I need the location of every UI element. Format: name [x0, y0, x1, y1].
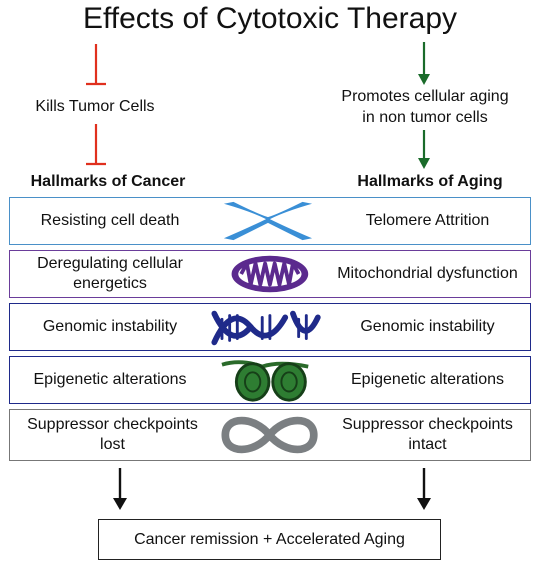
hallmark-row-energetics-mitochondria: Deregulating cellular energetics Mitocho…	[9, 250, 531, 298]
row-left-label-line1: Suppressor checkpoints	[27, 416, 198, 433]
cancer-hallmarks-heading: Hallmarks of Cancer	[30, 173, 186, 190]
row-right-label: Genomic instability	[360, 318, 495, 335]
row-left-label: Genomic instability	[42, 318, 178, 335]
row-left-label-line2: lost	[100, 436, 125, 453]
bottom-right-arrow	[417, 468, 431, 510]
left-inhibition-connector-top	[86, 44, 106, 86]
right-arrow-top	[418, 42, 430, 85]
hallmark-row-genomic-instability: Genomic instability Genomic instability	[9, 303, 531, 351]
hallmark-row-epigenetic: Epigenetic alterations Epigenetic altera…	[9, 356, 531, 404]
row-right-label: Suppressor checkpoints intact	[325, 410, 530, 460]
left-branch-effect: Kills Tumor Cells	[35, 98, 155, 115]
row-right-label-line2: intact	[408, 436, 447, 453]
row-right-label: Epigenetic alterations	[351, 371, 504, 388]
aging-hallmarks-heading: Hallmarks of Aging	[357, 173, 503, 190]
dna-helix-icon	[211, 310, 321, 346]
row-left-label: Deregulating cellular energetics	[10, 251, 210, 297]
infinity-icon	[221, 416, 318, 454]
right-branch-effect-line1: Promotes cellular aging	[341, 88, 509, 105]
outcome-box: Cancer remission + Accelerated Aging	[98, 519, 441, 560]
nucleosome-icon	[221, 360, 309, 402]
row-left-label: Suppressor checkpoints lost	[10, 410, 215, 460]
hallmark-row-cell-death-telomere: Resisting cell death Telomere Attrition	[9, 197, 531, 245]
left-inhibition-connector-bottom	[86, 124, 106, 166]
row-right-label: Telomere Attrition	[365, 212, 490, 229]
chromosome-icon	[223, 201, 313, 241]
row-left-label-line1: Deregulating cellular	[37, 255, 183, 272]
right-branch-effect-line2: in non tumor cells	[362, 109, 488, 126]
right-branch-effect: Promotes cellular aging in non tumor cel…	[320, 86, 530, 128]
row-right-label-line1: Suppressor checkpoints	[342, 416, 513, 433]
mitochondrion-icon	[231, 255, 309, 293]
hallmark-row-checkpoints: Suppressor checkpoints lost Suppressor c…	[9, 409, 531, 461]
row-left-label-line2: energetics	[73, 275, 147, 292]
row-right-label: Mitochondrial dysfunction	[337, 265, 518, 282]
row-left-label: Resisting cell death	[40, 212, 180, 229]
right-arrow-bottom	[418, 130, 430, 169]
row-left-label: Epigenetic alterations	[33, 371, 187, 388]
bottom-left-arrow	[113, 468, 127, 510]
diagram-title: Effects of Cytotoxic Therapy	[82, 2, 458, 35]
